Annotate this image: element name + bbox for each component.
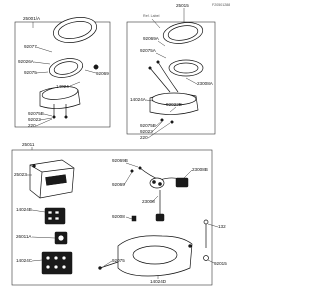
callout-14024C: 14024C (16, 258, 33, 263)
tachometer-group-frame (126, 21, 216, 135)
washer-92015 (203, 255, 209, 261)
callout-92008: 92008 (112, 214, 125, 219)
small-grommet-92008 (131, 215, 137, 222)
callout-14024A: 14024A (130, 97, 147, 102)
callout-14024D: 14024D (150, 279, 167, 284)
callout-25011: 25011 (22, 142, 35, 147)
callout-92075B-b: 92075B (140, 123, 156, 128)
callout-92026A: 92026A (18, 59, 35, 64)
exploded-parts-diagram: F20501288 25001/A 92077 92026A 92075 920… (11, 3, 230, 286)
callout-92069A: 92069A (143, 36, 160, 41)
callout-25023: 25023 (14, 172, 27, 177)
callout-92075-b: 92075 (112, 258, 125, 263)
callout-92075A: 92075A (140, 48, 157, 53)
callout-92069-a: 92069 (96, 71, 109, 76)
tachometer-meter (148, 22, 204, 124)
callout-92015: 92015 (214, 261, 227, 266)
callout-23008: 23008 (142, 199, 155, 204)
callout-23008B: 23008B (192, 167, 208, 172)
callout-92069B: 92069B (112, 158, 128, 163)
diagram-code: F20501288 (212, 3, 230, 7)
callout-92075: 92075 (24, 70, 37, 75)
callout-92075B-a: 92075B (28, 111, 44, 116)
meter-bracket-14024D (98, 235, 193, 277)
indicator-lamp-housing (29, 159, 75, 199)
bolt-132 (203, 219, 209, 248)
callout-25001A: 25001/A (23, 16, 41, 21)
indicator-unit-26011A (54, 231, 68, 245)
ref-label: Ref. Label (143, 14, 160, 18)
indicator-group-frame (11, 149, 213, 286)
callout-92077: 92077 (24, 44, 37, 49)
callout-26011A: 26011A (16, 234, 32, 239)
bulb-socket-array (41, 251, 73, 275)
callout-25015: 25015 (176, 3, 189, 8)
callout-92022-b: 92022 (140, 129, 153, 134)
callout-92069-b: 92069 (112, 182, 125, 187)
callout-14024B: 14024B (16, 207, 32, 212)
callout-220-b: 220 (140, 135, 148, 140)
callout-92022-a: 92022 (28, 117, 41, 122)
speedometer-meter (39, 17, 99, 119)
callout-220-a: 220 (28, 123, 36, 128)
switch-harness-23008 (130, 166, 189, 222)
callout-23008A: 23008A (197, 81, 214, 86)
callout-14024-a: 14024 (56, 84, 69, 89)
callout-92022B: 92022B (166, 102, 182, 107)
lamp-socket-block (44, 207, 66, 225)
callout-132: 132 (218, 224, 226, 229)
